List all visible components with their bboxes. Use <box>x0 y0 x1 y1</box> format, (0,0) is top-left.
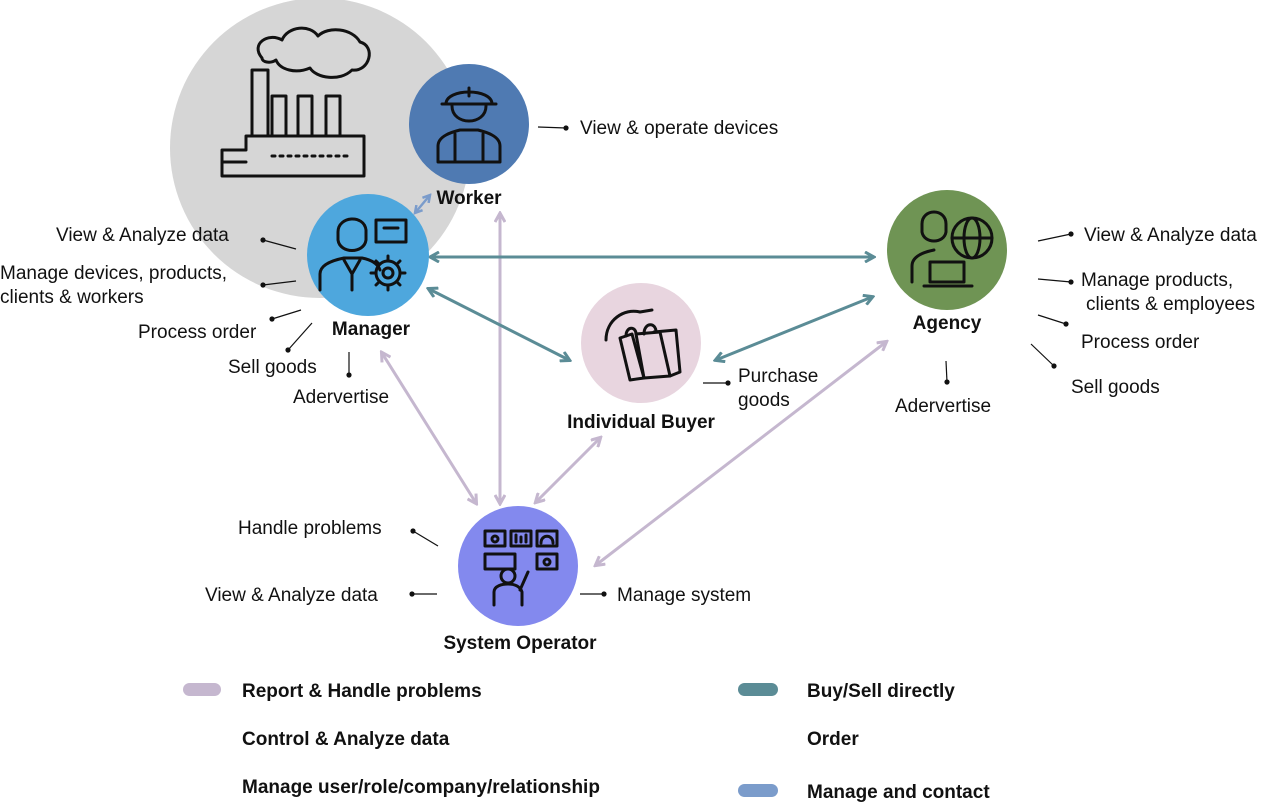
agency-advertise-dot <box>944 379 950 385</box>
buyer-action-2: goods <box>738 390 790 411</box>
operator-manage-dot <box>601 591 607 597</box>
legend-swatch-report <box>183 683 221 696</box>
operator-action-manage: Manage system <box>617 585 751 606</box>
worker-node[interactable] <box>409 64 529 184</box>
agency-action-manage-1: Manage products, <box>1081 270 1233 291</box>
legend-order: Order <box>807 729 859 750</box>
agency-action-sell: Sell goods <box>1071 377 1160 398</box>
manager-action-manage-1: Manage devices, products, <box>0 263 227 284</box>
manager-node[interactable] <box>307 194 429 316</box>
manager-name: Manager <box>332 319 411 340</box>
worker-connector <box>537 126 567 129</box>
agency-action-advertise: Adervertise <box>895 396 991 417</box>
legend-buy-sell: Buy/Sell directly <box>807 681 955 702</box>
operator-node[interactable] <box>458 506 578 626</box>
legend-swatch-buy-sell <box>738 683 778 696</box>
arrow-agency-buyer <box>716 297 872 360</box>
buyer-connector-dot <box>725 380 731 386</box>
arrow-buyer-operator <box>536 438 600 502</box>
manager-action-sell: Sell goods <box>228 357 317 378</box>
manager-action-advertise: Adervertise <box>293 387 389 408</box>
manager-action-view: View & Analyze data <box>56 225 229 246</box>
agency-view-connector <box>1037 233 1072 242</box>
agency-process-connector <box>1037 314 1067 325</box>
manager-action-manage-2: clients & workers <box>0 287 144 308</box>
manager-sell-connector <box>287 322 313 351</box>
operator-action-handle: Handle problems <box>238 518 382 539</box>
factory-icon <box>220 26 371 178</box>
agency-action-process: Process order <box>1081 332 1200 353</box>
manager-gear-icon <box>318 217 408 292</box>
operator-handle-connector <box>412 530 439 547</box>
agency-sell-connector <box>1030 343 1055 367</box>
manager-action-process: Process order <box>138 322 257 343</box>
buyer-node[interactable] <box>581 283 701 403</box>
worker-name: Worker <box>436 188 502 209</box>
agency-view-dot <box>1068 231 1074 237</box>
operator-name: System Operator <box>443 633 597 654</box>
shopping-bags-hand-icon <box>604 308 682 382</box>
worker-action: View & operate devices <box>580 118 778 139</box>
legend-report: Report & Handle problems <box>242 681 482 702</box>
manager-manage-connector <box>262 280 297 286</box>
buyer-name: Individual Buyer <box>567 412 715 433</box>
legend-swatch-manage-contact <box>738 784 778 797</box>
agency-globe-laptop-icon <box>910 210 994 288</box>
legend-manage-user: Manage user/role/company/relationship <box>242 777 600 798</box>
manager-advertise-dot <box>346 372 352 378</box>
agency-name: Agency <box>913 313 982 334</box>
worker-helmet-icon <box>436 86 502 164</box>
agency-sell-dot <box>1051 363 1057 369</box>
manager-process-connector <box>271 309 302 320</box>
arrow-manager-operator <box>382 353 476 503</box>
agency-action-view: View & Analyze data <box>1084 225 1257 246</box>
worker-connector-dot <box>563 125 569 131</box>
agency-process-dot <box>1063 321 1069 327</box>
arrow-worker-manager <box>415 195 430 213</box>
agency-advertise-connector <box>945 360 948 383</box>
arrow-agency-operator <box>596 342 886 565</box>
operator-action-view: View & Analyze data <box>205 585 378 606</box>
manager-view-connector <box>262 239 297 250</box>
agency-manage-connector <box>1037 278 1072 283</box>
legend-control: Control & Analyze data <box>242 729 450 750</box>
agency-manage-dot <box>1068 279 1074 285</box>
legend-manage-contact: Manage and contact <box>807 782 990 803</box>
agency-action-manage-2: clients & employees <box>1086 294 1255 315</box>
buyer-action-1: Purchase <box>738 366 818 387</box>
control-panel-operator-icon <box>483 529 559 607</box>
arrow-manager-buyer <box>429 289 569 360</box>
